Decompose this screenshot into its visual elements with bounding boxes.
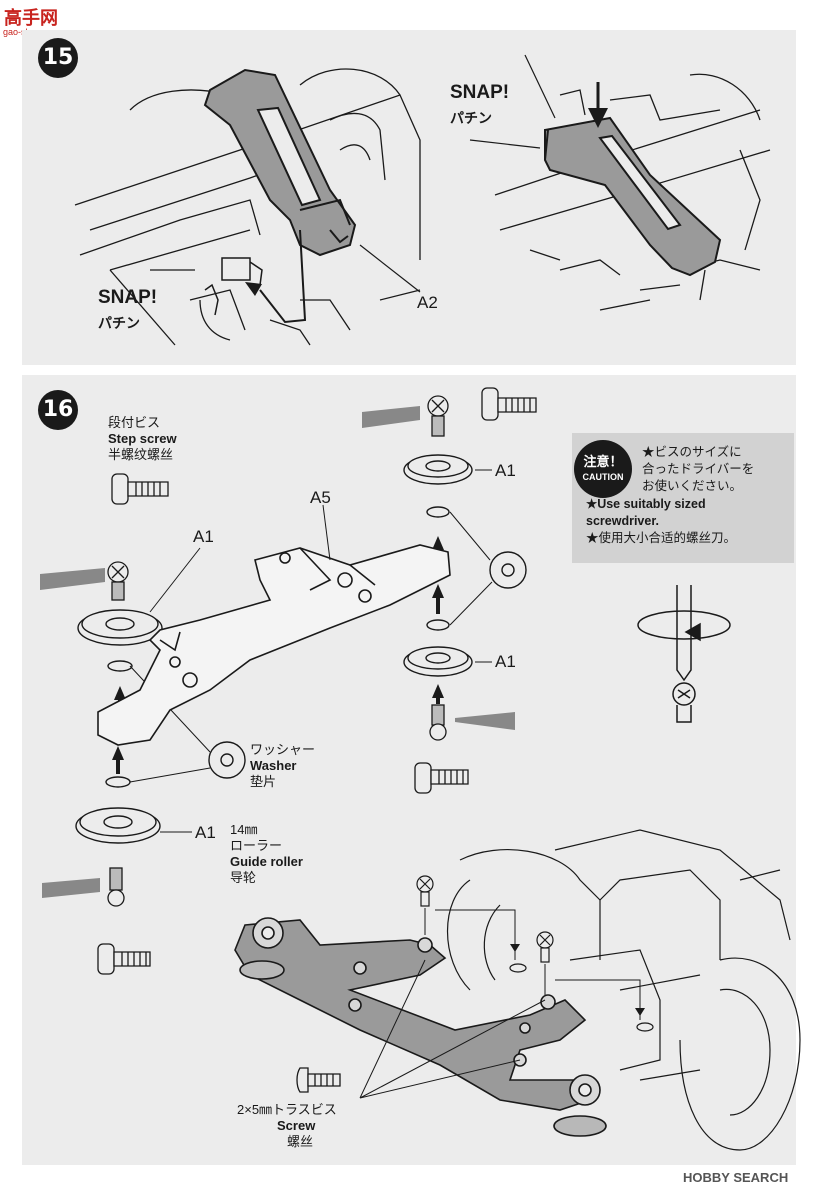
step16-number-badge: 16 (38, 390, 78, 430)
washer-label-jp: ワッシャー (250, 742, 316, 757)
part-a1-left-bottom-label: A1 (195, 823, 216, 842)
step15-part-a2-left (203, 68, 357, 257)
step15-snap-left-jp: パチン (98, 316, 140, 332)
truss-screw-label-jp: 2×5㎜トラスビス (237, 1102, 337, 1117)
driver-tip-right-mid (455, 712, 515, 730)
step-screw-label-cn: 半螺纹螺丝 (108, 447, 174, 462)
step16-installed-a5 (234, 917, 607, 1137)
washer-right-top (426, 506, 450, 518)
step15-part-a2-right (544, 116, 722, 277)
washer-label-en: Washer (250, 758, 297, 773)
truss-screw-label-en: Screw (277, 1118, 316, 1133)
caution-line-4: ★Use suitably sized (586, 497, 706, 511)
caution-line-5: screwdriver. (586, 514, 659, 528)
roller-label-en: Guide roller (230, 854, 303, 869)
truss-screw-label-cn: 螺丝 (287, 1134, 314, 1149)
step16-step-screw-mid-right (414, 762, 469, 794)
step15-arrow (259, 229, 307, 324)
caution-badge-jp: 注意！ (583, 455, 623, 470)
caution-line-3: お使いください。 (642, 479, 743, 493)
roller-size-label: 14㎜ (230, 822, 258, 837)
caution-line-1: ★ビスのサイズに (642, 445, 742, 459)
washer-left-bottom (105, 776, 131, 788)
part-a5-label: A5 (310, 488, 331, 507)
washer-label-cn: 垫片 (250, 774, 277, 789)
caution-badge-en: CAUTION (582, 472, 624, 482)
step16-step-screw-top-right (481, 387, 537, 421)
step16-truss-screw (296, 1067, 341, 1093)
roller-label-jp: ローラー (230, 838, 283, 853)
step15-snap-right-jp: パチン (450, 111, 492, 127)
part-a1-right-bottom-label: A1 (495, 652, 516, 671)
step15-number-badge: 15 (38, 38, 78, 78)
hobby-search-watermark: HOBBY SEARCH (683, 1170, 789, 1185)
washer-right-bottom (426, 619, 450, 631)
caution-badge: 注意！ CAUTION (574, 440, 632, 498)
driver-tip-left-top (40, 568, 105, 590)
caution-line-2: 合ったドライバーを (642, 462, 755, 476)
roller-label-cn: 导轮 (230, 870, 257, 885)
step16-chassis-outline (446, 829, 801, 1151)
step15-snap-left: SNAP! (98, 287, 158, 308)
screw-right-mid (431, 704, 445, 726)
step16-step-screw-bottom-left (97, 943, 151, 975)
screwdriver-icon (637, 585, 731, 723)
screw-left-bottom (109, 867, 123, 891)
site-logo: 高手网 (4, 8, 58, 29)
step16-step-screw-top-left (111, 473, 169, 505)
part-a1-left-top-label: A1 (193, 527, 214, 546)
caution-line-6: ★使用大小合适的螺丝刀。 (586, 531, 737, 545)
washer-left-top (107, 660, 133, 672)
step16-part-a5 (97, 544, 451, 746)
step15-snap-right: SNAP! (450, 82, 510, 103)
step15-part-a2-label: A2 (417, 293, 438, 312)
step15-tab-detail (204, 257, 263, 316)
step-screw-label-jp: 段付ビス (108, 415, 161, 430)
part-a1-right-top-label: A1 (495, 461, 516, 480)
driver-tip-left-bottom (42, 878, 100, 898)
driver-tip-right-top (362, 406, 420, 428)
step-screw-label-en: Step screw (108, 431, 177, 446)
